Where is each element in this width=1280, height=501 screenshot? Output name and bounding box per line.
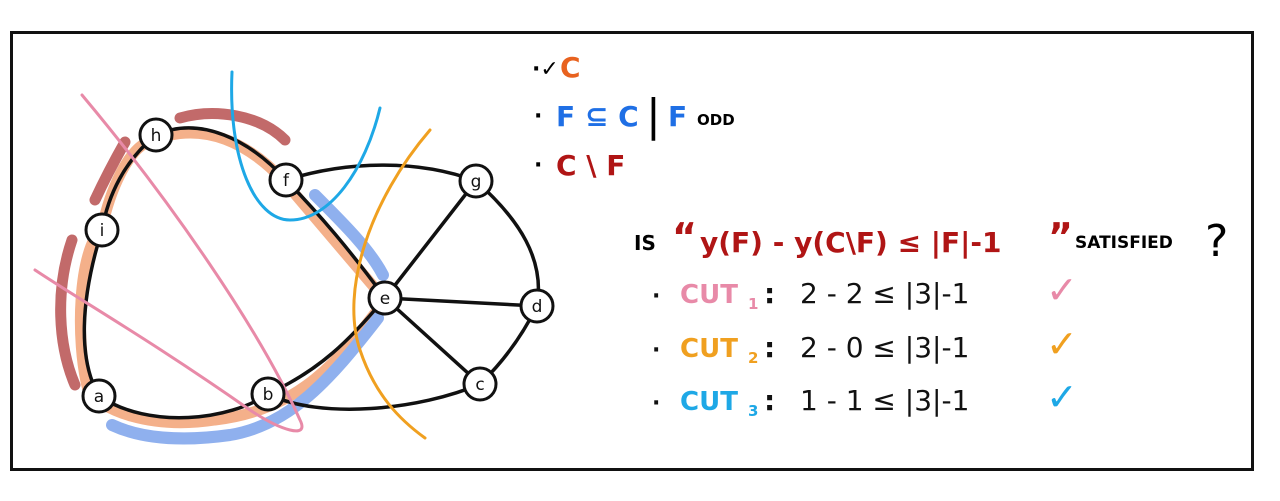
cut-colon: :	[764, 384, 775, 417]
node-a-circle	[81, 378, 117, 414]
legend: ·✓ C · F ⊆ C | F ODD · C \ F	[532, 51, 735, 182]
f-red-segment-upper-left	[89, 136, 131, 206]
edge-c-b	[266, 382, 482, 411]
cut-expression: 1 - 1 ≤ |3|-1	[800, 384, 969, 417]
cut3-curve	[230, 70, 382, 222]
f-red-segment-left	[55, 234, 81, 391]
node-g-label: g	[471, 172, 482, 192]
question-close-quote: ”	[1048, 215, 1073, 259]
f-red-segment-top	[174, 108, 291, 146]
question-mark: ?	[1205, 216, 1228, 267]
edge-f-g	[284, 163, 478, 183]
cut-checkmark: ✓	[1046, 375, 1078, 419]
question-is: IS	[634, 231, 656, 255]
node-b: b	[250, 376, 286, 412]
f-blue-segment-bottom	[106, 312, 384, 445]
cut-subscript: 3	[748, 402, 758, 420]
node-f-label: f	[283, 171, 290, 191]
cut-colon: :	[764, 277, 775, 310]
cut-name: CUT	[680, 334, 738, 364]
cut-subscript: 1	[748, 295, 758, 313]
graph-edges	[82, 126, 541, 420]
legend-odd: ODD	[697, 111, 735, 129]
edge-e-g	[383, 179, 478, 300]
question-line: IS “ y(F) - y(C\F) ≤ |F|-1 ” SATISFIED ?	[634, 215, 1228, 267]
cut-curves	[33, 70, 432, 440]
node-c: c	[462, 366, 498, 402]
node-g-circle	[458, 163, 494, 199]
legend-divider: |	[646, 90, 661, 141]
node-h-label: h	[151, 126, 162, 146]
legend-c-minus-f: C \ F	[556, 149, 625, 182]
cut-row-1: · CUT 1:2 - 2 ≤ |3|-1 ✓	[652, 268, 1078, 313]
cut1-curve	[33, 93, 304, 433]
node-i-circle	[84, 212, 120, 248]
legend-cycle-c: C	[560, 51, 581, 84]
edge-a-b	[97, 392, 270, 420]
question-open-quote: “	[672, 215, 697, 259]
question-formula: y(F) - y(C\F) ≤ |F|-1	[700, 226, 1001, 259]
node-a-label: a	[94, 387, 104, 407]
cut-checkmark: ✓	[1046, 268, 1078, 312]
node-d-label: d	[532, 297, 543, 317]
legend-bullet-1: ·✓	[532, 57, 559, 82]
graph-nodes: h i a b f g e d c	[81, 117, 555, 414]
node-g: g	[458, 163, 494, 199]
node-h: h	[138, 117, 174, 153]
drawing-frame	[10, 31, 1254, 471]
cut-checkmark: ✓	[1046, 322, 1078, 366]
node-e-circle	[367, 280, 403, 316]
edge-b-e	[266, 296, 387, 396]
edge-e-d	[383, 296, 539, 308]
cut-expression: 2 - 2 ≤ |3|-1	[800, 277, 969, 310]
node-i-label: i	[100, 221, 105, 241]
cut-row-2: · CUT 2:2 - 0 ≤ |3|-1 ✓	[652, 322, 1078, 367]
node-h-circle	[138, 117, 174, 153]
cycle-c-highlight	[74, 127, 393, 429]
node-b-circle	[250, 376, 286, 412]
node-f-circle	[268, 162, 304, 198]
cut-name: CUT	[680, 280, 738, 310]
node-b-label: b	[263, 385, 274, 405]
cut2-curve	[352, 128, 432, 440]
cut-subscript: 2	[748, 349, 758, 367]
legend-bullet-2: ·	[534, 104, 542, 129]
node-f: f	[268, 162, 304, 198]
node-c-label: c	[475, 375, 484, 395]
cut-row-bullet: ·	[652, 391, 660, 416]
cut-row-bullet: ·	[652, 338, 660, 363]
cut-row-3: · CUT 3:1 - 1 ≤ |3|-1 ✓	[652, 375, 1078, 420]
legend-subset: F ⊆ C	[556, 100, 639, 133]
cut-expression: 2 - 0 ≤ |3|-1	[800, 331, 969, 364]
edge-e-c	[383, 296, 482, 386]
node-e: e	[367, 280, 403, 316]
f-blue-segment-right	[309, 189, 389, 281]
node-i: i	[84, 212, 120, 248]
cut-colon: :	[764, 331, 775, 364]
node-e-label: e	[380, 289, 390, 309]
legend-f: F	[668, 100, 687, 133]
cut-row-bullet: ·	[652, 284, 660, 309]
node-a: a	[81, 378, 117, 414]
question-satisfied: SATISFIED	[1075, 233, 1173, 253]
node-d-circle	[519, 288, 555, 324]
legend-bullet-3: ·	[534, 153, 542, 178]
node-d: d	[519, 288, 555, 324]
cut-name: CUT	[680, 387, 738, 417]
edge-g-d	[474, 179, 541, 308]
node-c-circle	[462, 366, 498, 402]
